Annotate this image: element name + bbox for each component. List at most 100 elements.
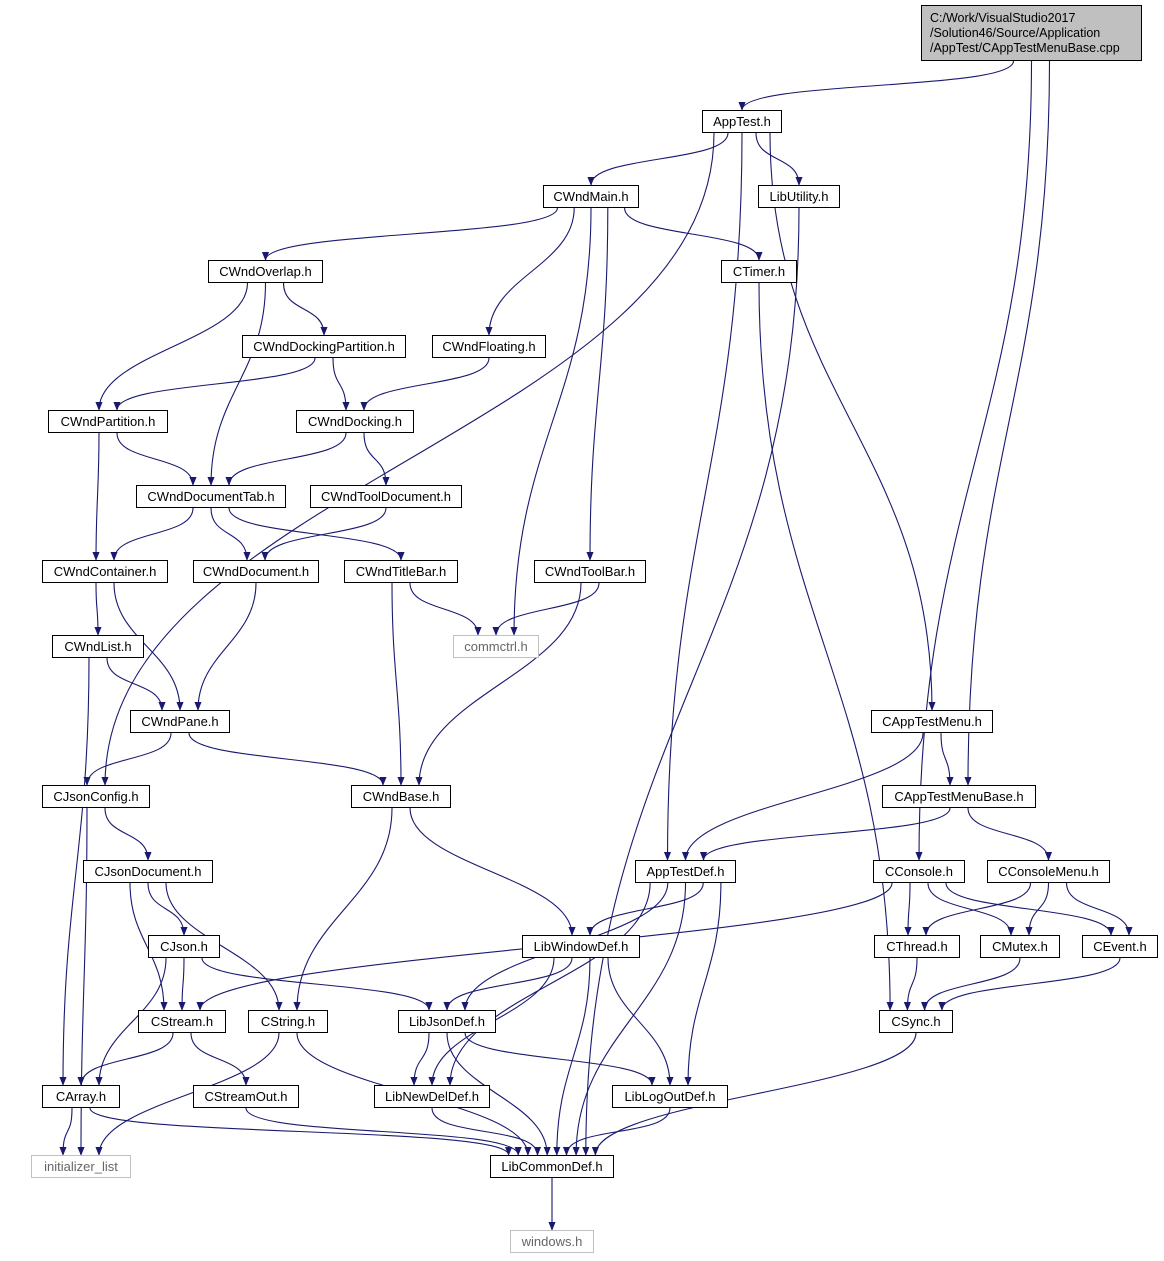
node-cstring[interactable]: CString.h xyxy=(248,1010,328,1033)
edge-cconsolemenu-to-cthread xyxy=(922,882,1032,936)
node-cwnddockingpartition[interactable]: CWndDockingPartition.h xyxy=(242,335,406,358)
edge-carray-to-libcommondef xyxy=(89,1107,513,1156)
edge-cwnddocumenttab-to-cwndtitlebar xyxy=(228,507,405,561)
node-cmutex[interactable]: CMutex.h xyxy=(980,935,1060,958)
edge-cwnddockingpartition-to-cwndpartition xyxy=(113,357,316,411)
edge-cwndpane-to-cjsonconfig xyxy=(83,732,172,786)
edge-cwnddocumenttab-to-cwndcontainer xyxy=(110,507,194,561)
node-commctrl[interactable]: commctrl.h xyxy=(453,635,539,658)
node-cwndfloating[interactable]: CWndFloating.h xyxy=(432,335,546,358)
node-cwndmain[interactable]: CWndMain.h xyxy=(543,185,639,208)
edge-carray-to-initializer-list xyxy=(59,1107,73,1156)
edge-cevent-to-csync xyxy=(938,957,1121,1011)
node-cwndtooldocument[interactable]: CWndToolDocument.h xyxy=(310,485,462,508)
edge-libnewdeldef-to-libcommondef xyxy=(431,1107,542,1156)
node-cjson[interactable]: CJson.h xyxy=(148,935,220,958)
edge-libwindowdef-to-liblogoutdef xyxy=(607,957,674,1086)
edge-libjsondef-to-libnewdeldef xyxy=(410,1032,430,1086)
node-cjsondocument[interactable]: CJsonDocument.h xyxy=(83,860,213,883)
node-cwnddocumenttab[interactable]: CWndDocumentTab.h xyxy=(136,485,286,508)
node-cthread[interactable]: CThread.h xyxy=(874,935,960,958)
edge-cconsole-to-cthread xyxy=(904,882,912,936)
node-cwndpane[interactable]: CWndPane.h xyxy=(130,710,230,733)
edge-libwindowdef-to-libcommondef xyxy=(553,957,591,1156)
node-carray[interactable]: CArray.h xyxy=(42,1085,120,1108)
edge-apptestdef-to-liblogoutdef xyxy=(684,882,722,1086)
node-liblogoutdef[interactable]: LibLogOutDef.h xyxy=(612,1085,728,1108)
node-windows[interactable]: windows.h xyxy=(510,1230,594,1253)
edge-apptestdef-to-libnewdeldef xyxy=(446,882,651,1086)
edge-cwndfloating-to-cwnddocking xyxy=(360,357,490,411)
node-libnewdeldef[interactable]: LibNewDelDef.h xyxy=(374,1085,490,1108)
edge-cwndpartition-to-cwndcontainer xyxy=(92,432,100,561)
node-cwndtitlebar[interactable]: CWndTitleBar.h xyxy=(344,560,458,583)
edge-cwndcontainer-to-cwndlist xyxy=(94,582,102,636)
edge-cwndtooldocument-to-cwnddocument xyxy=(261,507,387,561)
node-libutility[interactable]: LibUtility.h xyxy=(758,185,840,208)
node-apptestdef[interactable]: AppTestDef.h xyxy=(635,860,736,883)
node-libwindowdef[interactable]: LibWindowDef.h xyxy=(522,935,640,958)
node-cevent[interactable]: CEvent.h xyxy=(1082,935,1158,958)
edge-capptestmenubase-to-apptestdef xyxy=(699,807,951,861)
edge-cwndmain-to-cwndtoolbar xyxy=(586,207,609,561)
edge-cwnddocking-to-cwndtooldocument xyxy=(363,432,390,486)
node-libcommondef[interactable]: LibCommonDef.h xyxy=(490,1155,614,1178)
edge-cwndcontainer-to-cwndpane xyxy=(113,582,184,711)
node-cstreamout[interactable]: CStreamOut.h xyxy=(193,1085,299,1108)
node-ctimer[interactable]: CTimer.h xyxy=(721,260,797,283)
node-cwndtoolbar[interactable]: CWndToolBar.h xyxy=(534,560,646,583)
node-cwnddocument[interactable]: CWndDocument.h xyxy=(193,560,319,583)
edge-cmutex-to-csync xyxy=(921,957,1021,1011)
edge-cstring-to-initializer-list xyxy=(95,1032,280,1156)
node-capptestmenubase[interactable]: CAppTestMenuBase.h xyxy=(882,785,1036,808)
edge-cjsondocument-to-cjson xyxy=(147,882,188,936)
node-cwndcontainer[interactable]: CWndContainer.h xyxy=(42,560,168,583)
edge-apptest-to-cwndmain xyxy=(587,132,729,186)
edge-cstreamout-to-libcommondef xyxy=(245,1107,522,1156)
node-cjsonconfig[interactable]: CJsonConfig.h xyxy=(42,785,150,808)
edge-libutility-to-libcommondef xyxy=(582,207,800,1156)
edge-layer xyxy=(59,60,1133,1231)
edge-cwndpane-to-cwndbase xyxy=(188,732,387,786)
edge-cstream-to-carray xyxy=(77,1032,174,1086)
edge-cwnddocumenttab-to-cwnddocument xyxy=(210,507,251,561)
edge-cwndoverlap-to-cwnddocumenttab xyxy=(207,282,267,486)
node-cconsolemenu[interactable]: CConsoleMenu.h xyxy=(987,860,1110,883)
node-root[interactable]: C:/Work/VisualStudio2017 /Solution46/Sou… xyxy=(921,5,1142,61)
edge-cwndpartition-to-cwnddocumenttab xyxy=(116,432,197,486)
edge-apptestdef-to-libwindowdef xyxy=(586,882,704,936)
node-initializer-list[interactable]: initializer_list xyxy=(31,1155,131,1178)
node-cconsole[interactable]: CConsole.h xyxy=(873,860,965,883)
node-libjsondef[interactable]: LibJsonDef.h xyxy=(398,1010,496,1033)
node-cwndpartition[interactable]: CWndPartition.h xyxy=(48,410,168,433)
edge-cwndmain-to-commctrl xyxy=(510,207,592,636)
edge-root-to-cconsole xyxy=(915,60,1033,861)
node-cstream[interactable]: CStream.h xyxy=(138,1010,226,1033)
node-cwndlist[interactable]: CWndList.h xyxy=(52,635,144,658)
edge-cwndtitlebar-to-cwndbase xyxy=(391,582,405,786)
edge-cconsole-to-cevent xyxy=(945,882,1115,936)
edge-csync-to-libcommondef xyxy=(591,1032,917,1156)
edge-root-to-capptestmenubase xyxy=(964,60,1051,786)
edge-cconsolemenu-to-cmutex xyxy=(1025,882,1050,936)
edge-cwndtitlebar-to-commctrl xyxy=(409,582,482,636)
edge-cwndmain-to-cwndfloating xyxy=(485,207,575,336)
edge-cwndlist-to-cwndpane xyxy=(106,657,166,711)
edge-cjson-to-cstream xyxy=(178,957,186,1011)
edge-ctimer-to-csync xyxy=(758,282,894,1011)
node-cwndbase[interactable]: CWndBase.h xyxy=(351,785,451,808)
edge-libwindowdef-to-libjsondef xyxy=(443,957,573,1011)
edge-cwnddocking-to-cwnddocumenttab xyxy=(225,432,347,486)
node-cwndoverlap[interactable]: CWndOverlap.h xyxy=(208,260,323,283)
edge-cwndmain-to-ctimer xyxy=(624,207,763,261)
node-cwnddocking[interactable]: CWndDocking.h xyxy=(296,410,414,433)
edge-capptestmenubase-to-cconsolemenu xyxy=(967,807,1053,861)
edge-apptest-to-apptestdef xyxy=(663,132,743,861)
node-apptest[interactable]: AppTest.h xyxy=(702,110,782,133)
edge-cwndlist-to-carray xyxy=(59,657,90,1086)
edge-capptestmenu-to-capptestmenubase xyxy=(940,732,954,786)
node-csync[interactable]: CSync.h xyxy=(879,1010,953,1033)
node-capptestmenu[interactable]: CAppTestMenu.h xyxy=(871,710,993,733)
edge-apptest-to-cjsonconfig xyxy=(101,132,715,786)
edge-cwnddocument-to-cwndpane xyxy=(194,582,257,711)
